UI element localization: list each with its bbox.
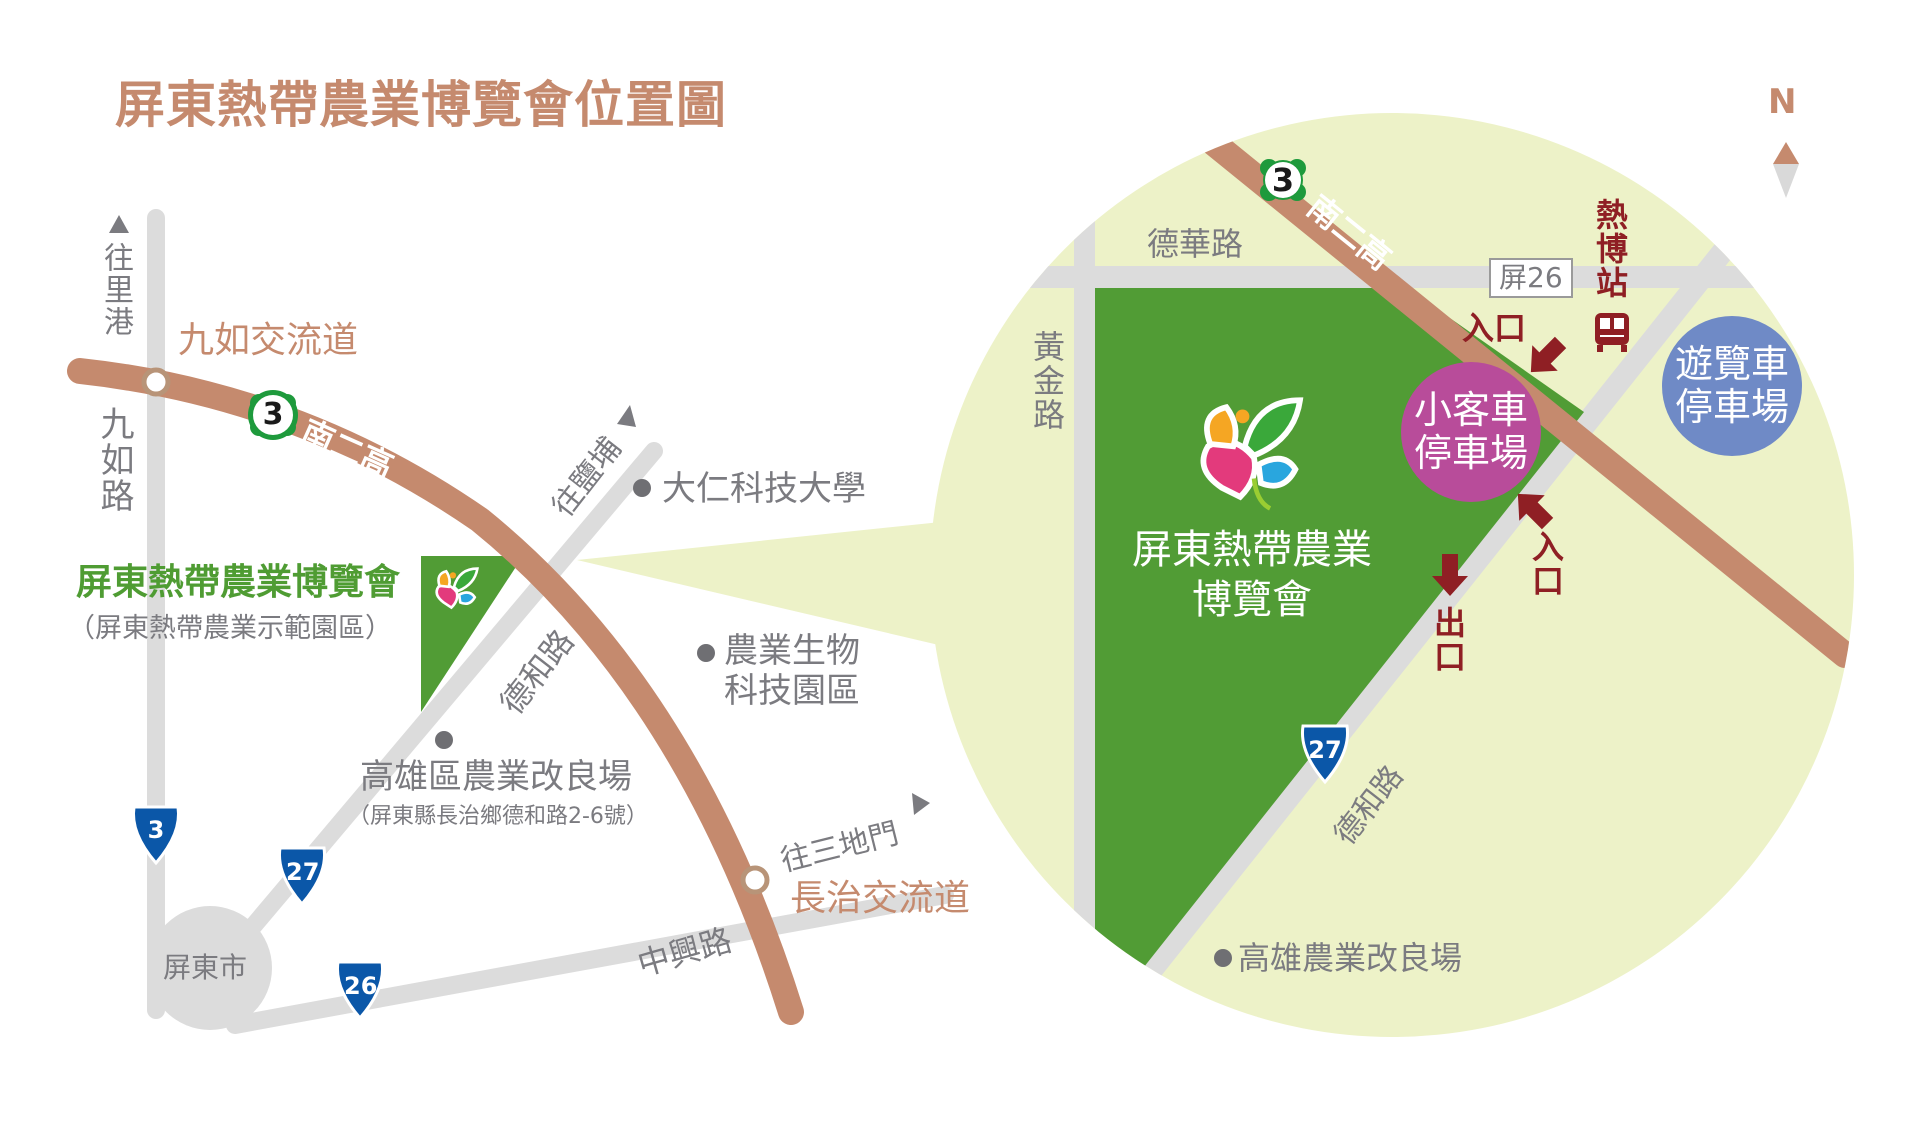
poi-dot-biotech <box>697 644 715 662</box>
bus-park-line2: 停車場 <box>1674 385 1789 429</box>
inset-venue-line2[interactable]: 博覽會 <box>1192 577 1312 623</box>
huangjin-road <box>1074 200 1095 1037</box>
ping26-road-sign: 屏26 <box>1489 258 1573 298</box>
car-park-line1: 小客車 <box>1413 388 1528 433</box>
pingtung-city-area <box>148 906 272 1030</box>
inset-venue-line1[interactable]: 屏東熱帶農業 <box>1132 527 1372 573</box>
overview-venue-subtitle: （屏東熱帶農業示範園區） <box>68 613 392 644</box>
jiuru-road-label: 九如路 <box>94 406 134 514</box>
poi-kdais-name: 高雄區農業改良場 <box>360 757 632 797</box>
poi-biotech-line2: 科技園區 <box>724 671 860 711</box>
bus-park-marker[interactable]: 遊覽車 停車場 <box>1662 316 1802 456</box>
entrance-2-label: 入口 <box>1527 530 1565 598</box>
provincial-26-shield-icon <box>335 960 385 1021</box>
inset-kdais-label: 高雄農業改良場 <box>1238 939 1463 977</box>
expo-logo-small <box>435 567 479 610</box>
pingtung-city-label: 屏東市 <box>163 951 248 984</box>
national-freeway-3-shield-icon <box>248 390 298 440</box>
provincial-27-shield-icon <box>277 846 327 907</box>
entrance-1-label: 入口 <box>1462 309 1527 347</box>
arrow-north-icon <box>109 215 129 233</box>
overview-freeway-3-number: 3 <box>262 397 284 432</box>
huangjin-road-label: 黃金路 <box>1028 330 1066 432</box>
shuttle-stop-label: 熱博站 <box>1591 198 1629 300</box>
inset-prov-27-number: 27 <box>1308 736 1342 764</box>
prov-26-number: 26 <box>344 972 378 1000</box>
inset-freeway-3-number: 3 <box>1271 161 1295 199</box>
to-ligang-label: 往里港 <box>98 242 133 338</box>
poi-dot-kdais-inset <box>1214 949 1232 967</box>
car-park-line2: 停車場 <box>1413 431 1528 475</box>
poi-dot-kdais <box>435 731 453 749</box>
poi-biotech-line1: 農業生物 <box>724 631 860 671</box>
dehe-road-inset <box>1111 223 1749 1017</box>
map-title: 屏東熱帶農業博覽會位置圖 <box>115 76 727 134</box>
car-park-marker[interactable]: 小客車 停車場 <box>1401 362 1541 502</box>
changzhi-interchange-label: 長治交流道 <box>790 878 971 919</box>
overview-venue-name[interactable]: 屏東熱帶農業博覽會 <box>76 562 401 603</box>
exit-arrow-icon[interactable] <box>1432 554 1468 596</box>
jiuru-interchange-label: 九如交流道 <box>178 320 359 361</box>
national-freeway-3-shield-icon-inset <box>1260 159 1306 201</box>
provincial-3-shield-icon <box>131 805 181 866</box>
provincial-27-shield-icon-inset <box>1300 724 1350 785</box>
poi-kdais-address: （屏東縣長治鄉德和路2-6號） <box>348 804 648 829</box>
compass-north-arrow-icon <box>1773 142 1799 198</box>
compass-north-label: N <box>1768 82 1797 122</box>
changzhi-interchange-marker[interactable] <box>740 865 770 895</box>
prov-27-number: 27 <box>286 858 320 886</box>
bus-icon <box>1595 313 1629 352</box>
arrow-east-icon <box>912 793 930 815</box>
entrance-arrow-1-icon[interactable] <box>1518 330 1573 385</box>
arrow-northeast-icon <box>617 405 636 427</box>
highway-south-second-freeway <box>67 358 804 1025</box>
zoom-wedge <box>577 520 960 650</box>
exit-label: 出口 <box>1429 606 1467 674</box>
poi-tajen-label: 大仁科技大學 <box>662 469 866 509</box>
entrance-arrow-2-icon[interactable] <box>1505 481 1560 536</box>
prov-3-number: 3 <box>147 816 165 844</box>
bus-park-line1: 遊覽車 <box>1674 342 1789 387</box>
dehua-road-label: 德華路 <box>1147 225 1244 263</box>
jiuru-interchange-marker[interactable] <box>141 367 171 397</box>
expo-logo <box>1200 397 1304 511</box>
poi-dot-tajen <box>633 479 651 497</box>
